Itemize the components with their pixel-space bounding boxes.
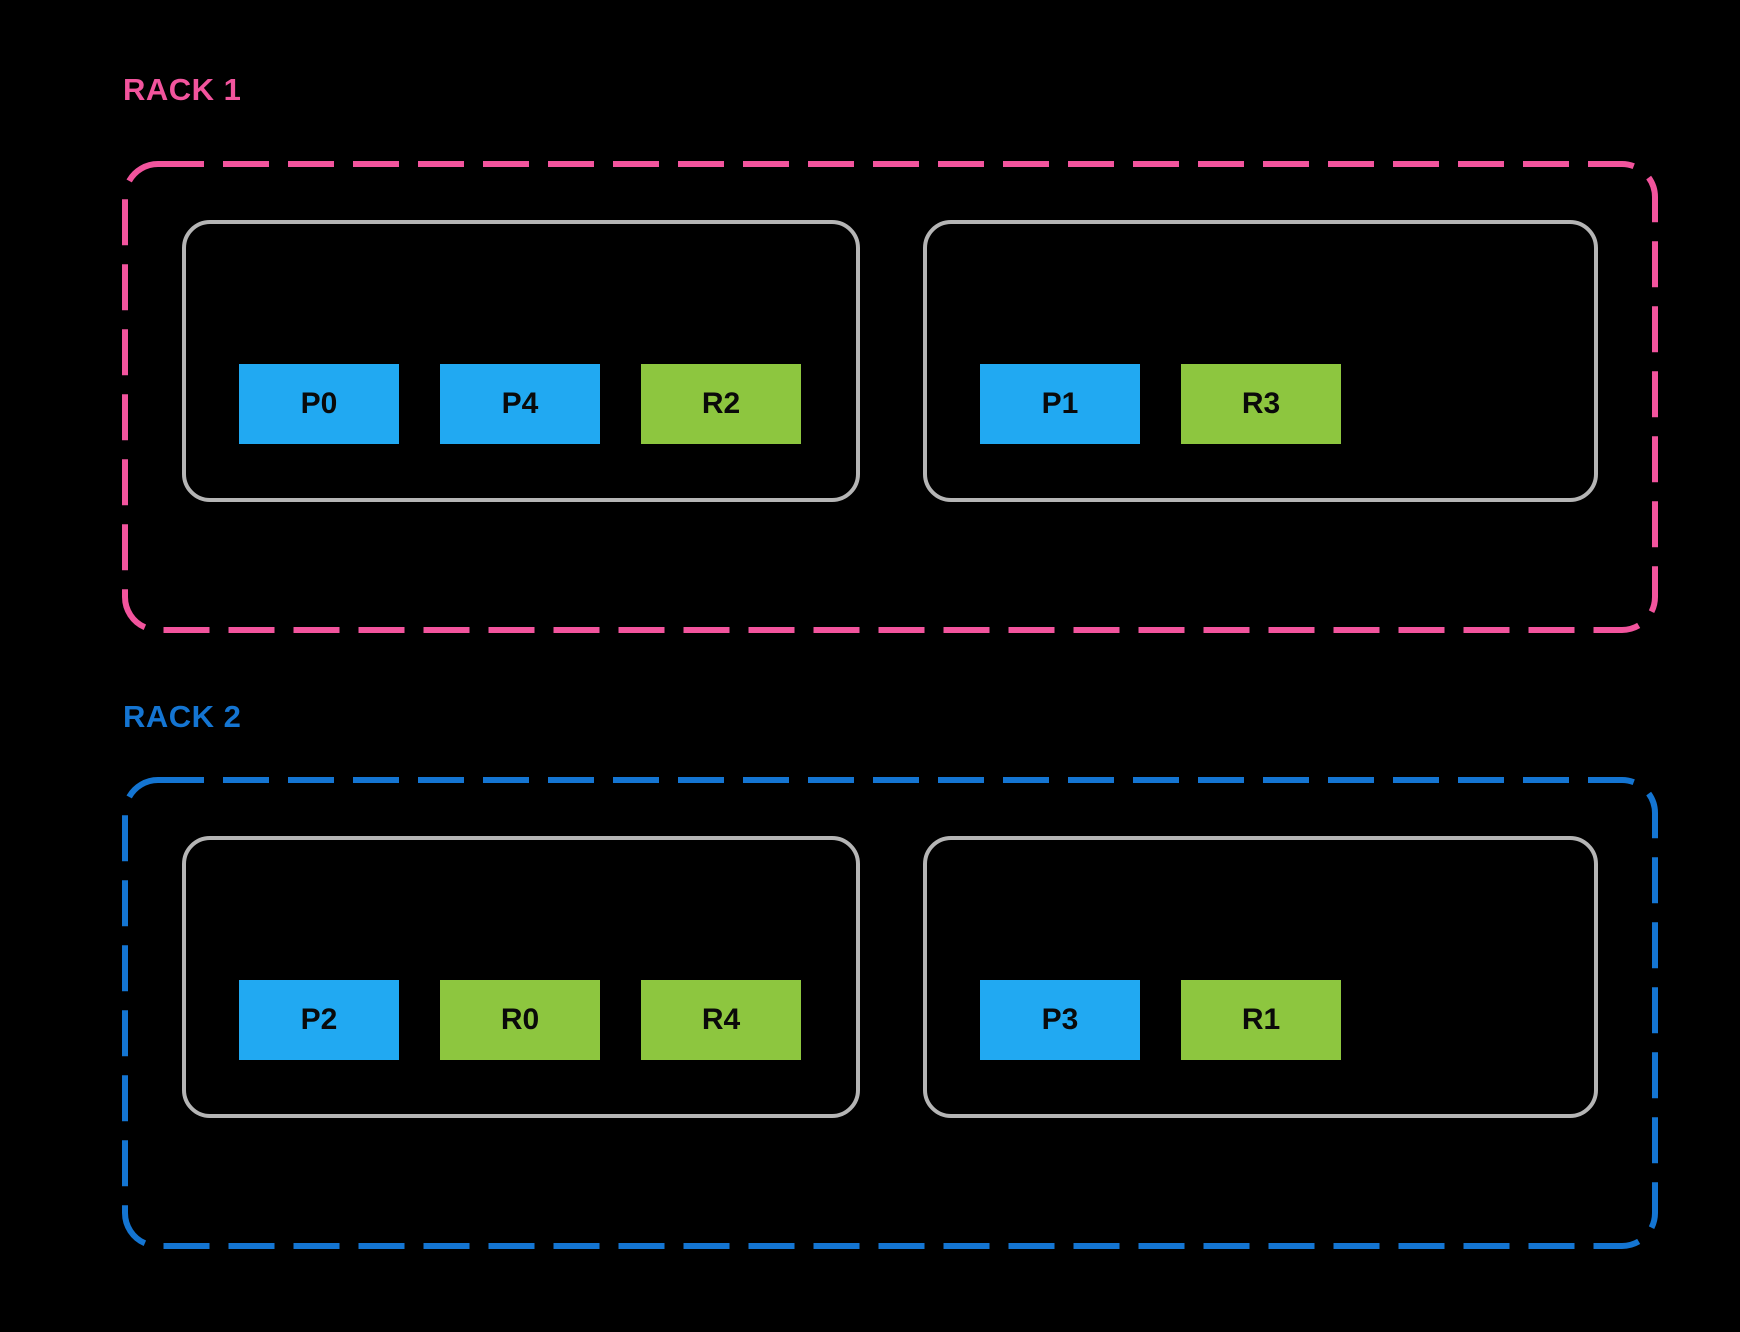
- block-p2: P2: [239, 980, 399, 1060]
- rack-2-host-1: P2 R0 R4: [182, 836, 860, 1118]
- block-p1-label: P1: [1041, 387, 1079, 420]
- rack-1-boundary: P0 P4 R2 P1 R3: [122, 161, 1658, 633]
- rack-2-boundary: P2 R0 R4 P3 R1: [122, 777, 1658, 1249]
- rack-2-host-1-blocks: P2 R0 R4: [239, 980, 801, 1060]
- rack-1-host-1-blocks: P0 P4 R2: [239, 364, 801, 444]
- rack-2-host-2: P3 R1: [923, 836, 1598, 1118]
- block-p3-label: P3: [1041, 1003, 1079, 1036]
- block-p3: P3: [980, 980, 1140, 1060]
- block-r2-label: R2: [701, 387, 741, 420]
- block-p0-label: P0: [300, 387, 338, 420]
- block-p4: P4: [440, 364, 600, 444]
- block-r1: R1: [1181, 980, 1341, 1060]
- rack-2-dashed-border: [122, 777, 1658, 1249]
- block-r4: R4: [641, 980, 801, 1060]
- block-r3-label: R3: [1241, 387, 1281, 420]
- rack-1-host-2: P1 R3: [923, 220, 1598, 502]
- rack-2-host-2-blocks: P3 R1: [980, 980, 1341, 1060]
- rack-1-dashed-border: [122, 161, 1658, 633]
- block-p0: P0: [239, 364, 399, 444]
- rack-1-host-2-blocks: P1 R3: [980, 364, 1341, 444]
- block-r0: R0: [440, 980, 600, 1060]
- block-p2-label: P2: [300, 1003, 338, 1036]
- rack-2-label: RACK 2: [123, 699, 242, 734]
- block-p4-label: P4: [501, 387, 539, 420]
- block-r2: R2: [641, 364, 801, 444]
- rack-1-label: RACK 1: [123, 72, 242, 107]
- block-r4-label: R4: [701, 1003, 741, 1036]
- block-p1: P1: [980, 364, 1140, 444]
- block-r0-label: R0: [500, 1003, 540, 1036]
- block-r3: R3: [1181, 364, 1341, 444]
- rack-1-host-1: P0 P4 R2: [182, 220, 860, 502]
- block-r1-label: R1: [1241, 1003, 1281, 1036]
